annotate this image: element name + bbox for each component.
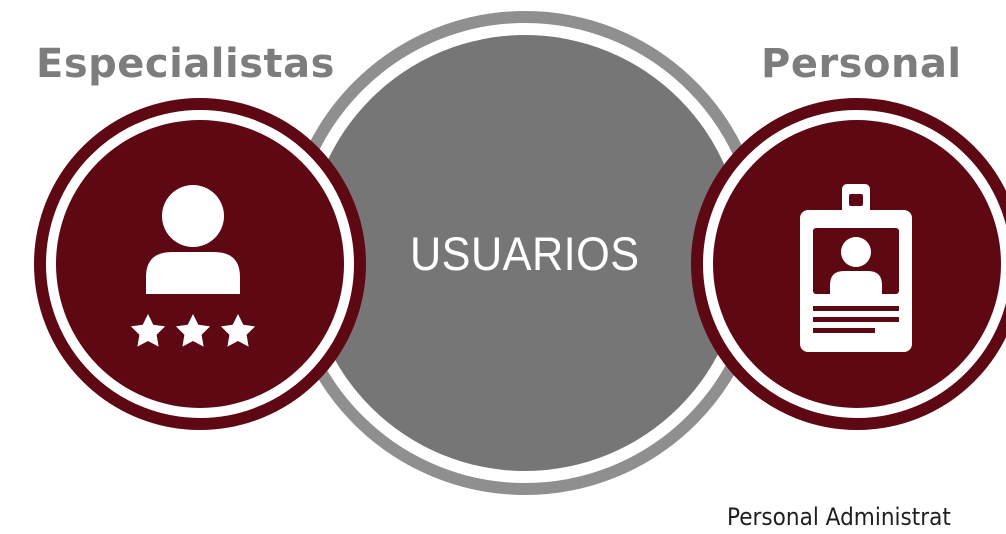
center-label: USUARIOS	[410, 226, 640, 280]
heading-personal: Personal	[761, 41, 962, 87]
id-badge-icon	[800, 184, 912, 352]
footer-label: Personal Administrat	[727, 503, 951, 531]
specialist-rating-icon	[130, 185, 256, 347]
heading-especialistas: Especialistas	[36, 41, 335, 87]
center-node: USUARIOS	[307, 35, 743, 471]
